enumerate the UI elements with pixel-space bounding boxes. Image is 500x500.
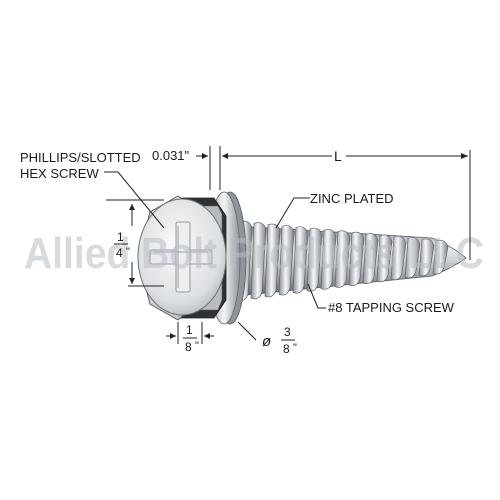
- thread-crest: [334, 230, 351, 288]
- thread-crest: [390, 235, 407, 281]
- phillips-slot-recess: [149, 221, 213, 293]
- watermark-text: Allied Bolt Products LLC: [24, 229, 484, 278]
- length-callout: L: [222, 148, 471, 260]
- thread-crest: [292, 226, 309, 294]
- washer-diameter-unit: ": [293, 342, 297, 354]
- thread-crest: [278, 224, 295, 296]
- hex-size-unit: ": [126, 246, 130, 258]
- thread-crest: [264, 223, 281, 298]
- thread-crest: [250, 222, 267, 300]
- washer-diameter-denominator: 8: [283, 342, 290, 356]
- hex-size-numerator: 1: [117, 230, 124, 244]
- washer-diameter-numerator: 3: [284, 325, 291, 339]
- head-type-callout: PHILLIPS/SLOTTED HEX SCREW: [20, 150, 165, 229]
- head-type-label-line2: HEX SCREW: [20, 166, 99, 181]
- thread-crest: [320, 229, 337, 290]
- thread-crest: [376, 234, 393, 283]
- hex-height-denominator: 8: [185, 340, 192, 354]
- thread-crest: [348, 231, 365, 286]
- thread-crest: [432, 239, 449, 275]
- washer-thickness-callout: 0.031": [152, 146, 232, 190]
- hex-size-denominator: 4: [116, 246, 123, 260]
- screw-type-label: #8 TAPPING SCREW: [328, 300, 455, 315]
- head-type-label-line1: PHILLIPS/SLOTTED: [20, 150, 141, 165]
- length-label: L: [334, 148, 342, 164]
- hex-height-callout: 1 8 ": [166, 322, 214, 354]
- finish-label: ZINC PLATED: [310, 191, 394, 206]
- thread-crest: [362, 233, 379, 284]
- thread-crest: [418, 238, 435, 277]
- washer-diameter-symbol: ø: [262, 333, 271, 350]
- screw-type-callout: #8 TAPPING SCREW: [307, 283, 455, 315]
- hex-height-unit: ": [195, 340, 199, 352]
- hex-height-numerator: 1: [186, 323, 193, 337]
- finish-callout: ZINC PLATED: [275, 191, 394, 229]
- washer-diameter-callout: ø 3 8 ": [237, 321, 297, 356]
- washer-thickness-label: 0.031": [152, 148, 190, 163]
- thread-crest: [306, 227, 323, 292]
- screw-threads: [236, 220, 449, 302]
- hex-size-callout: 1 4 ": [106, 199, 164, 287]
- screw-illustration: [137, 191, 467, 325]
- thread-crest: [404, 237, 421, 279]
